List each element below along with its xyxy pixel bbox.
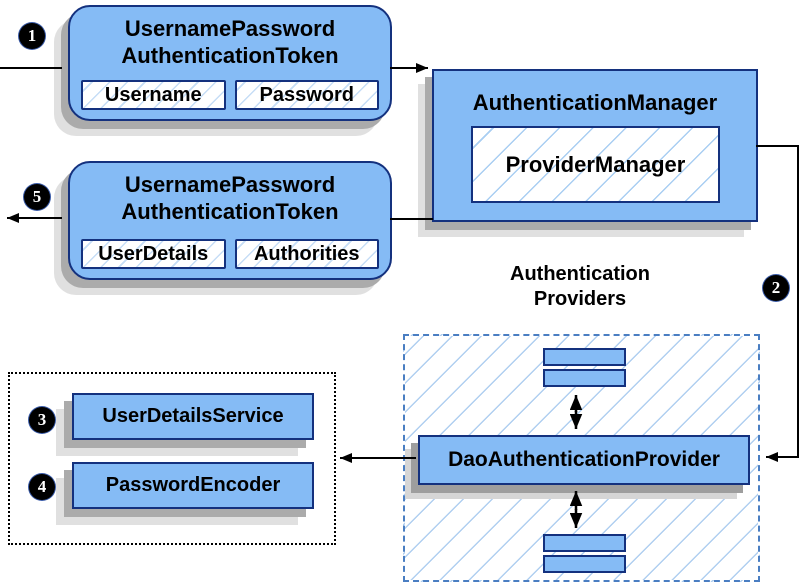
authentication-manager-box: AuthenticationManager ProviderManager: [432, 69, 758, 222]
step-3-badge: 3: [29, 407, 55, 433]
token-result-title: UsernamePassword AuthenticationToken: [70, 163, 390, 225]
step-1-badge: 1: [19, 23, 45, 49]
token-result-box: UsernamePassword AuthenticationToken Use…: [68, 161, 392, 280]
step-2-badge: 2: [763, 275, 789, 301]
token-result-title-line1: UsernamePassword: [124, 172, 336, 197]
token-request-fields: Username Password: [81, 80, 379, 110]
provider-manager-box: ProviderManager: [471, 126, 720, 203]
dao-authentication-provider-box: DaoAuthenticationProvider: [418, 435, 750, 485]
field-authorities: Authorities: [234, 239, 379, 269]
token-request-title-line1: UsernamePassword: [124, 16, 336, 41]
step-4-badge: 4: [29, 474, 55, 500]
field-password: Password: [234, 80, 379, 110]
token-request-title: UsernamePassword AuthenticationToken: [70, 7, 390, 69]
field-userdetails: UserDetails: [81, 239, 226, 269]
provider-placeholder-rect: [543, 555, 626, 573]
services-group-box: [8, 372, 336, 545]
providers-group-title-line1: Authentication: [510, 263, 650, 285]
password-encoder-box: PasswordEncoder: [72, 462, 314, 509]
authentication-manager-title: AuthenticationManager: [472, 90, 718, 115]
field-username: Username: [81, 80, 226, 110]
providers-group-title: Authentication Providers: [470, 262, 690, 312]
token-request-box: UsernamePassword AuthenticationToken Use…: [68, 5, 392, 121]
token-result-title-line2: AuthenticationToken: [121, 199, 339, 224]
providers-group-title-line2: Providers: [533, 288, 627, 310]
provider-placeholder-rect: [543, 534, 626, 552]
provider-placeholder-rect: [543, 348, 626, 366]
user-details-service-box: UserDetailsService: [72, 393, 314, 440]
provider-placeholder-rect: [543, 369, 626, 387]
token-request-title-line2: AuthenticationToken: [121, 43, 339, 68]
token-result-fields: UserDetails Authorities: [81, 239, 379, 269]
step-5-badge: 5: [24, 184, 50, 210]
arrow-manager-to-dao-provider: [756, 145, 799, 462]
